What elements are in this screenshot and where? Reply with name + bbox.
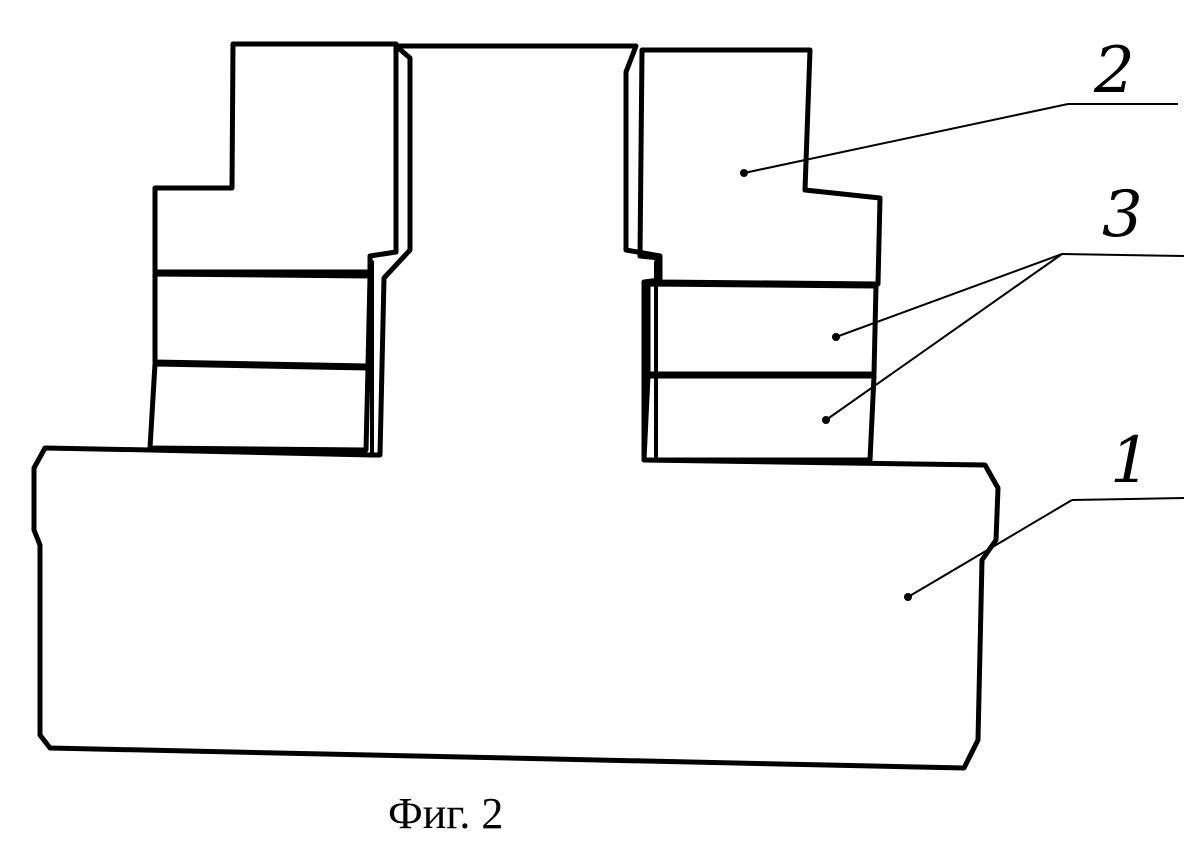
callout-1: 1	[904, 424, 1185, 601]
callout-1-shelf	[1071, 497, 1185, 501]
part-1-base	[31, 43, 1001, 771]
callout-3-number: 3	[1102, 178, 1143, 252]
callout-2-number: 2	[1093, 34, 1135, 108]
callout-3-shelf	[1061, 253, 1185, 257]
callout-3-leader-upper	[835, 253, 1063, 338]
callout-2-leader	[743, 103, 1069, 174]
callout-1-leader	[907, 499, 1073, 598]
figure-caption: Фиг. 2	[388, 789, 504, 838]
callout-2: 2	[740, 34, 1178, 177]
part-2-right-sleeve	[637, 47, 883, 287]
callout-3-leader-lower	[825, 253, 1063, 421]
part-3-left-ring-upper	[152, 271, 373, 369]
part-2-left-sleeve	[152, 41, 399, 275]
part-3-right-ring-lower	[641, 373, 877, 463]
part-3-right-ring-upper	[645, 281, 879, 377]
callout-3: 3	[822, 178, 1185, 424]
callout-1-number: 1	[1110, 424, 1151, 498]
part-3-left-ring-lower	[147, 361, 371, 453]
